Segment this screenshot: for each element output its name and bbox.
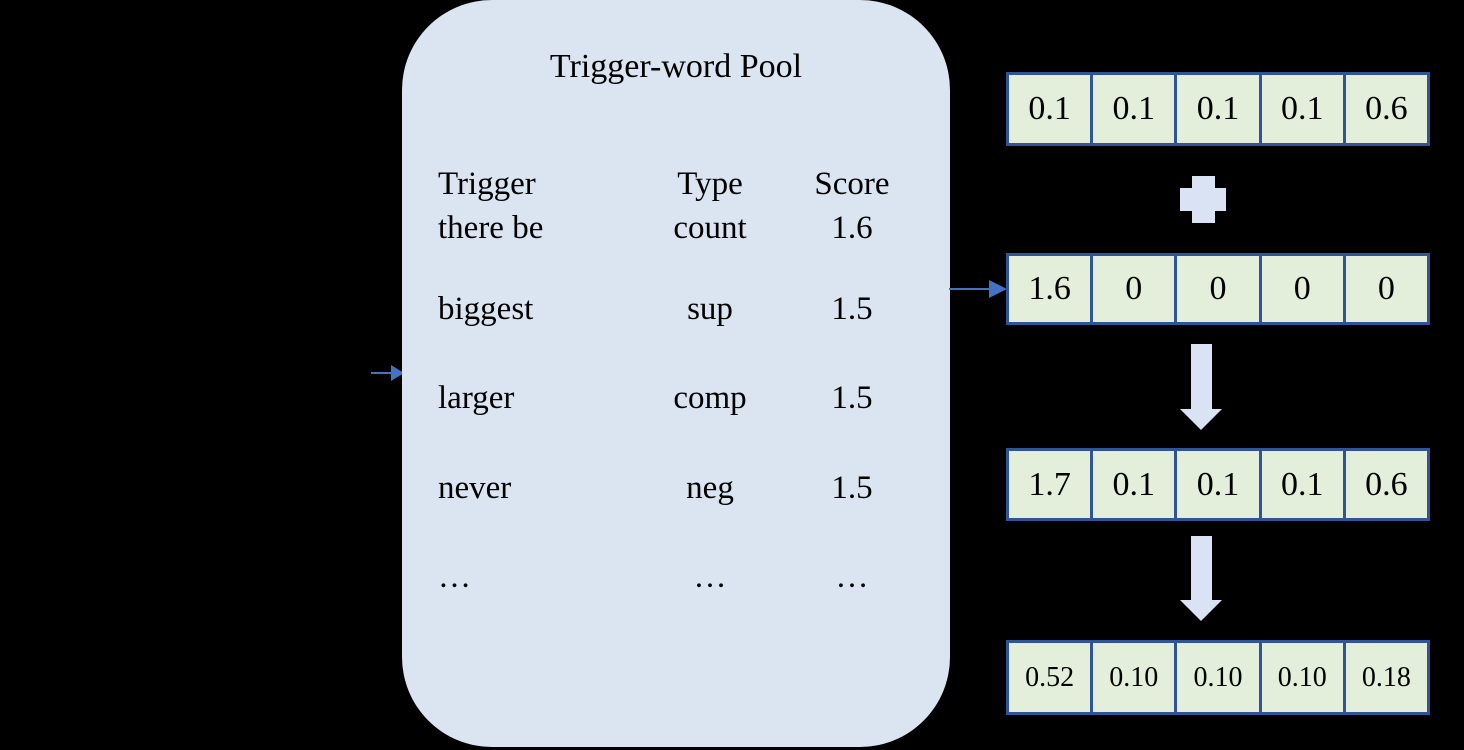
- column-header-score: Score: [814, 166, 890, 202]
- trigger-cell: …: [438, 559, 471, 595]
- arrow-line: [949, 288, 990, 290]
- type-cell: comp: [673, 380, 747, 416]
- vector-trigger-injection: 1.6 0 0 0 0: [1006, 253, 1430, 325]
- vector-cell: 0.1: [1258, 451, 1343, 518]
- pool-table-row: never neg 1.5: [402, 464, 950, 512]
- vector-cell: 0.6: [1342, 451, 1427, 518]
- type-cell: …: [693, 559, 727, 595]
- trigger-cell: larger: [438, 380, 515, 416]
- arrow-shaft: [1190, 536, 1212, 601]
- arrow-line: [371, 372, 392, 374]
- vector-cell: 0: [1342, 256, 1427, 322]
- vector-cell: 1.7: [1028, 465, 1071, 503]
- arrow-shaft: [1190, 344, 1212, 410]
- vector-cell: 0.1: [1258, 75, 1343, 143]
- vector-cell: 0.6: [1342, 75, 1427, 143]
- vector-combined: 1.7 0.1 0.1 0.1 0.6: [1006, 448, 1430, 521]
- arrow-head-icon: [989, 280, 1007, 298]
- trigger-cell: biggest: [438, 291, 534, 327]
- type-cell: sup: [687, 291, 733, 327]
- column-header-trigger: Trigger: [438, 166, 536, 202]
- pool-table-row: biggest sup 1.5: [402, 285, 950, 333]
- arrow-into-pool-icon: [371, 365, 404, 381]
- arrow-head-icon: [391, 365, 404, 381]
- vector-base-distribution: 0.1 0.1 0.1 0.1 0.6: [1006, 72, 1430, 146]
- vector-cell: 0.1: [1090, 75, 1174, 143]
- arrow-head-icon: [1180, 600, 1222, 621]
- vector-cell: 0.10: [1174, 643, 1258, 712]
- trigger-word-pool-panel: Trigger-word Pool Trigger Type Score the…: [402, 0, 950, 747]
- plus-horizontal-bar: [1180, 188, 1226, 211]
- down-arrow-icon: [1180, 344, 1222, 430]
- score-cell: 1.5: [831, 380, 873, 416]
- vector-cell: 0: [1258, 256, 1343, 322]
- arrow-head-icon: [1180, 409, 1222, 430]
- vector-cell: 0.10: [1090, 643, 1174, 712]
- vector-cell: 0.10: [1258, 643, 1343, 712]
- vector-cell: 1.6: [1028, 270, 1071, 307]
- vector-cell: 0.1: [1174, 75, 1258, 143]
- trigger-cell: never: [438, 470, 512, 506]
- pool-table-row-ellipsis: … … …: [402, 553, 950, 601]
- vector-cell: 0.1: [1028, 90, 1071, 127]
- pool-table-row: larger comp 1.5: [402, 374, 950, 422]
- vector-cell: 0.52: [1025, 661, 1075, 693]
- column-header-type: Type: [677, 166, 743, 202]
- vector-cell: 0: [1174, 256, 1258, 322]
- arrow-pool-to-vector-icon: [949, 280, 1007, 298]
- vector-cell: 0.18: [1342, 643, 1427, 712]
- down-arrow-icon: [1180, 536, 1222, 622]
- pool-table-header: Trigger Type Score: [402, 160, 950, 208]
- vector-normalized: 0.52 0.10 0.10 0.10 0.18: [1006, 640, 1430, 715]
- score-cell: 1.5: [831, 291, 873, 327]
- vector-cell: 0.1: [1090, 451, 1174, 518]
- vector-cell: 0: [1090, 256, 1174, 322]
- type-cell: count: [673, 210, 747, 246]
- score-cell: 1.6: [831, 210, 873, 246]
- type-cell: neg: [686, 470, 734, 506]
- pool-title: Trigger-word Pool: [549, 48, 803, 85]
- score-cell: …: [835, 559, 869, 595]
- plus-icon: [1180, 176, 1226, 223]
- score-cell: 1.5: [831, 470, 873, 506]
- pool-table-row: there be count 1.6: [402, 204, 950, 252]
- trigger-cell: there be: [438, 210, 544, 246]
- vector-cell: 0.1: [1174, 451, 1258, 518]
